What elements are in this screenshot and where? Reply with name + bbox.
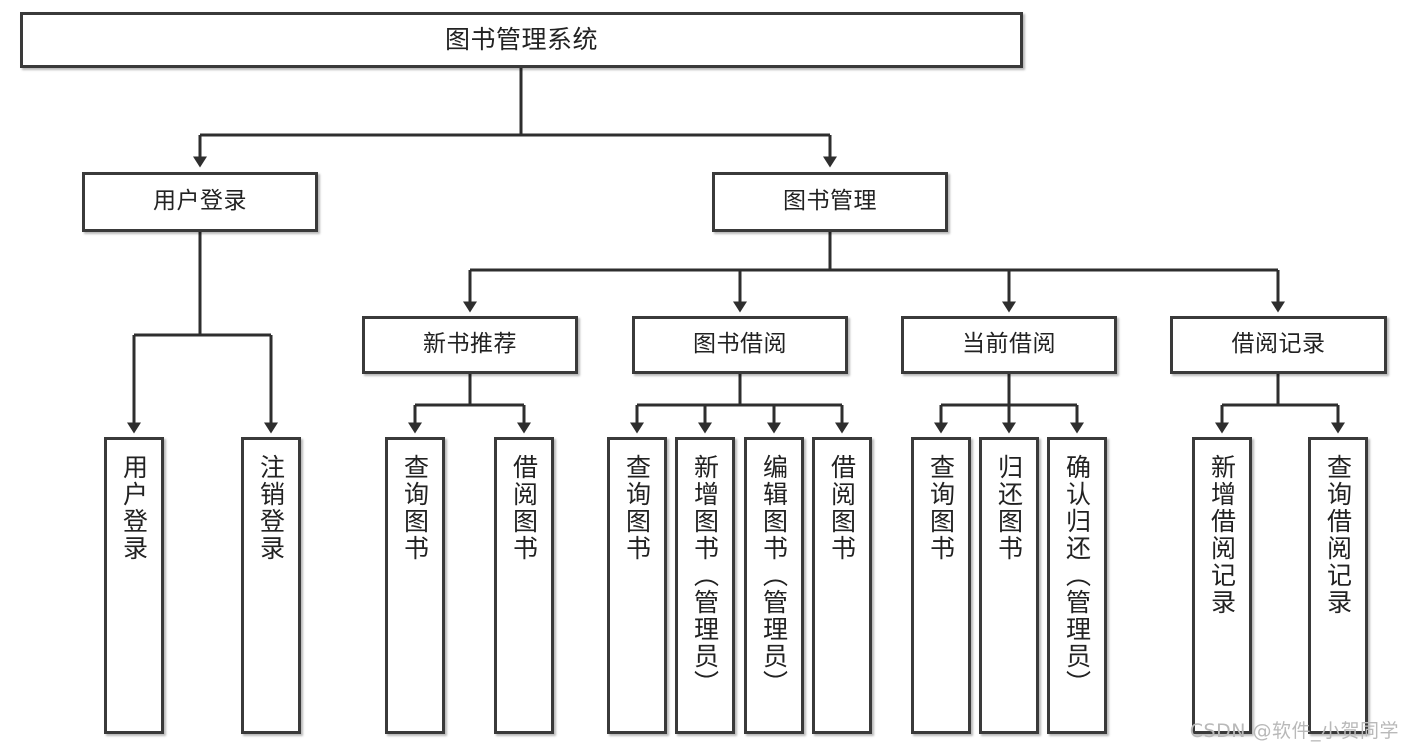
node-leaf-confirm-return-admin[interactable]: 确认归还（管理员） — [1047, 437, 1107, 734]
node-user-login[interactable]: 用户登录 — [82, 172, 318, 232]
node-borrow-record[interactable]: 借阅记录 — [1170, 316, 1387, 374]
node-leaf-add-borrow-record[interactable]: 新增借阅记录 — [1192, 437, 1252, 734]
csdn-watermark: CSDN @软件_小贺同学 — [1189, 720, 1399, 742]
node-leaf-query-book-current[interactable]: 查询图书 — [911, 437, 971, 734]
node-label: 图书管理系统 — [444, 25, 598, 55]
node-current-borrow[interactable]: 当前借阅 — [901, 316, 1117, 374]
node-leaf-user-logout[interactable]: 注销登录 — [241, 437, 301, 734]
node-label: 编辑图书（管理员） — [759, 454, 789, 697]
node-label: 借阅图书 — [509, 454, 539, 562]
node-new-book-recommend[interactable]: 新书推荐 — [362, 316, 578, 374]
node-label: 借阅图书 — [827, 454, 857, 562]
node-book-manage[interactable]: 图书管理 — [712, 172, 948, 232]
node-label: 归还图书 — [994, 454, 1024, 562]
node-label: 用户登录 — [119, 454, 149, 562]
node-label: 新增借阅记录 — [1207, 454, 1237, 616]
node-leaf-return-book[interactable]: 归还图书 — [979, 437, 1039, 734]
node-leaf-add-book-admin[interactable]: 新增图书（管理员） — [675, 437, 735, 734]
node-label: 确认归还（管理员） — [1062, 454, 1092, 697]
node-label: 查询借阅记录 — [1323, 454, 1353, 616]
node-leaf-query-book-recommend[interactable]: 查询图书 — [385, 437, 445, 734]
node-leaf-edit-book-admin[interactable]: 编辑图书（管理员） — [744, 437, 804, 734]
node-leaf-borrow-book-recommend[interactable]: 借阅图书 — [494, 437, 554, 734]
node-label: 查询图书 — [926, 454, 956, 562]
node-label: 图书借阅 — [693, 331, 787, 358]
node-label: 查询图书 — [622, 454, 652, 562]
node-label: 借阅记录 — [1231, 331, 1326, 358]
node-leaf-borrow-book[interactable]: 借阅图书 — [812, 437, 872, 734]
node-label: 查询图书 — [400, 454, 430, 562]
node-label: 新增图书（管理员） — [690, 454, 720, 697]
node-label: 用户登录 — [153, 188, 247, 215]
node-label: 图书管理 — [783, 188, 877, 215]
node-label: 注销登录 — [256, 454, 286, 562]
node-leaf-query-book-borrow[interactable]: 查询图书 — [607, 437, 667, 734]
node-label: 新书推荐 — [423, 331, 517, 358]
node-leaf-user-login[interactable]: 用户登录 — [104, 437, 164, 734]
node-book-borrow[interactable]: 图书借阅 — [632, 316, 848, 374]
node-root-book-management-system[interactable]: 图书管理系统 — [20, 12, 1023, 68]
node-label: 当前借阅 — [962, 331, 1056, 358]
node-leaf-query-borrow-record[interactable]: 查询借阅记录 — [1308, 437, 1368, 734]
